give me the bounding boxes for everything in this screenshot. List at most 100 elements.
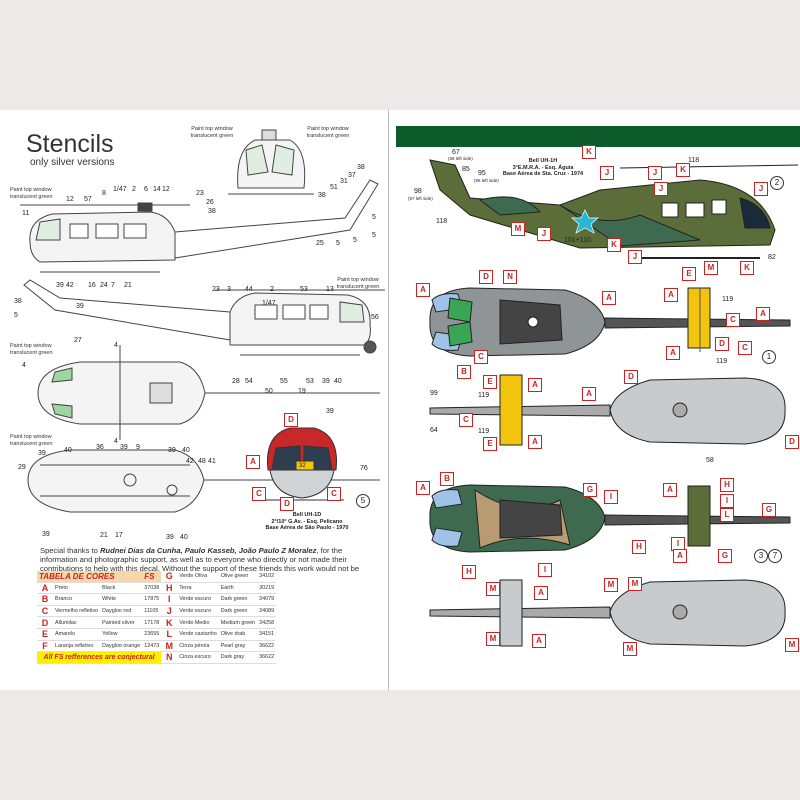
stencil-number: 23 (196, 190, 204, 197)
color-callout-k: K (607, 238, 621, 252)
stencil-number: 39 (326, 408, 334, 415)
color-letter: N (161, 651, 178, 664)
color-callout-a: A (528, 435, 542, 449)
marking-98-note: (97 left side) (408, 196, 433, 201)
stencil-number: 39 (322, 378, 330, 385)
stencil-number: 51 (330, 184, 338, 191)
stencil-number: 56 (371, 314, 379, 321)
stencil-number: 5 (336, 240, 340, 247)
marking-119: 119 (478, 392, 490, 399)
stencils-title: Stencils (26, 130, 114, 158)
stencil-number: 39 (56, 282, 64, 289)
page-divider (388, 110, 389, 690)
marking-64: 64 (430, 427, 438, 434)
color-fs: 34102 (257, 571, 277, 583)
stencil-number: 21 (124, 282, 132, 289)
color-letter: C (37, 605, 53, 618)
stencil-number: 42 (186, 458, 194, 465)
color-fs: 36622 (257, 640, 277, 653)
stencil-number: 4 (114, 438, 118, 445)
uh1d-front-profile (262, 427, 344, 501)
stencil-number: 16 (88, 282, 96, 289)
color-callout-m: M (628, 577, 642, 591)
color-letter: L (161, 628, 178, 641)
stencil-number: 40 (334, 378, 342, 385)
color-name-en: Earth (218, 582, 258, 595)
stencil-number: 8 (102, 190, 106, 197)
color-callout-a: A (602, 291, 616, 305)
color-callout-m: M (785, 638, 799, 652)
color-fs: 34089 (257, 605, 277, 618)
table-row: D Allumilac Painted silver 17178 K Verde… (37, 616, 277, 629)
color-name-pt: Vermelho refletivo (53, 605, 101, 618)
color-callout-a: A (666, 346, 680, 360)
color-callout-j: J (628, 250, 642, 264)
stencil-number: 39 (42, 531, 50, 538)
color-name-en: Pearl gray (218, 640, 258, 653)
color-name-en: Dark green (218, 605, 258, 618)
color-callout-e: E (483, 437, 497, 451)
marking-67-note: (68 left side) (448, 156, 473, 161)
color-name-pt: Allumilac (53, 616, 101, 629)
marking-98: 98 (414, 188, 422, 195)
color-name-pt: Verde Oliva (177, 571, 219, 583)
color-callout-c: C (252, 487, 266, 501)
stencil-number: 41 (208, 458, 216, 465)
color-callout-j: J (648, 166, 662, 180)
header-green-bar (396, 126, 800, 147)
color-name-pt: Amarelo (53, 628, 101, 641)
stencil-number: 7 (111, 282, 115, 289)
color-table: TABELA DE CORES FS G Verde Oliva Olive g… (37, 571, 277, 664)
color-callout-c: C (474, 350, 488, 364)
color-table-fs-header: FS (142, 571, 162, 583)
uh1h-top-view-camo (429, 484, 791, 553)
marking-118: 118 (688, 157, 700, 164)
color-fs: 36622 (257, 651, 277, 664)
color-letter: M (161, 640, 178, 653)
marking-76: 76 (360, 465, 368, 472)
color-callout-a: A (582, 387, 596, 401)
marking-101-110: 101+110 (564, 237, 591, 244)
stencil-number: 39 (76, 303, 84, 310)
color-callout-h: H (632, 540, 646, 554)
marking-82: 82 (768, 254, 776, 261)
color-name-pt: Verde escuro (177, 593, 219, 606)
color-callout-n: N (503, 270, 517, 284)
color-callout-m: M (486, 582, 500, 596)
color-callout-d: D (284, 413, 298, 427)
color-name-en: Daygloo red (100, 605, 143, 618)
color-callout-b: B (457, 365, 471, 379)
color-name-pt: Preto (53, 582, 101, 595)
stencil-number: 17 (115, 532, 123, 539)
table-row: F Laranja refletivo Daygloo orange 12473… (37, 640, 277, 653)
stencil-number: 39 (38, 450, 46, 457)
color-fs: 17875 (142, 593, 162, 606)
profile-number-3: 3 (754, 549, 768, 563)
table-row: B Branco White 17875 I Verde escuro Dark… (37, 593, 277, 606)
color-callout-m: M (704, 261, 718, 275)
stencil-number: 25 (316, 240, 324, 247)
color-letter: B (37, 593, 53, 606)
stencil-number: 5 (372, 214, 376, 221)
color-callout-a: A (246, 455, 260, 469)
stencil-number: 37 (348, 172, 356, 179)
color-name-en: Olive green (218, 571, 258, 583)
marking-67: 67 (452, 149, 460, 156)
stencil-number: 2 (132, 186, 136, 193)
color-callout-b: B (440, 472, 454, 486)
color-callout-a: A (416, 283, 430, 297)
stencil-number: 1/47 (262, 300, 276, 307)
color-letter: J (161, 605, 178, 618)
stencil-number: 39 (120, 444, 128, 451)
color-callout-h: H (462, 565, 476, 579)
stencil-number: 36 (96, 444, 104, 451)
stencil-number: 53 (300, 286, 308, 293)
stencil-number: 21 (100, 532, 108, 539)
marking-119: 119 (716, 358, 728, 365)
color-callout-c: C (459, 413, 473, 427)
side-view-stencil-2 (23, 279, 385, 356)
